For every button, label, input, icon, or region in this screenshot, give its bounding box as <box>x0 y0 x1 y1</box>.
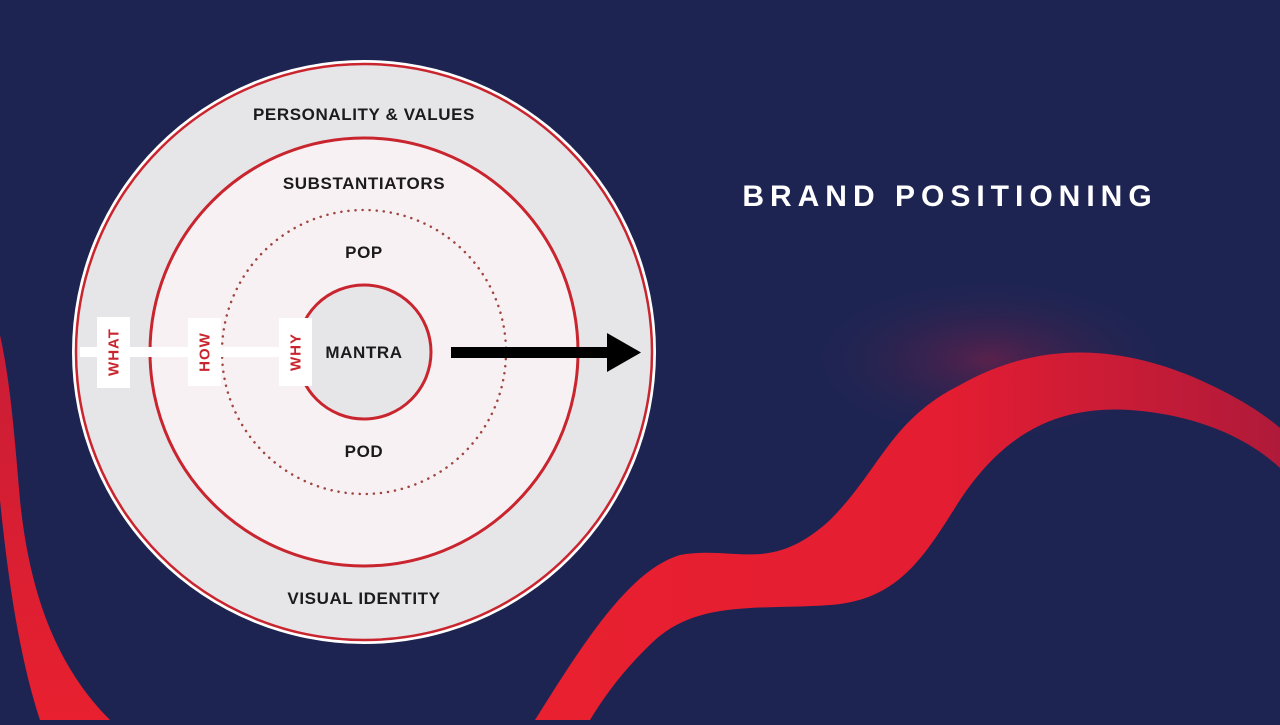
what-label-box: WHAT <box>97 317 130 388</box>
why-label-box: WHY <box>279 318 312 386</box>
dotted-top-label: POP <box>345 243 383 262</box>
how-label-box: HOW <box>188 318 221 386</box>
how-label: HOW <box>197 332 214 372</box>
right-arrow-icon <box>451 333 641 372</box>
middle-top-label: SUBSTANTIATORS <box>283 174 445 193</box>
why-label: WHY <box>288 333 305 371</box>
outer-top-label: PERSONALITY & VALUES <box>253 105 475 124</box>
what-label: WHAT <box>106 328 123 376</box>
positioning-diagram: WHAT HOW WHY PERSONALITY & VALUES SUBSTA… <box>72 60 656 644</box>
dotted-bottom-label: POD <box>345 442 384 461</box>
decorative-left-wave <box>0 335 110 720</box>
decorative-wave <box>535 270 1280 720</box>
core-label: MANTRA <box>325 343 402 362</box>
page-title: BRAND POSITIONING <box>742 180 1158 213</box>
outer-bottom-label: VISUAL IDENTITY <box>287 589 440 608</box>
